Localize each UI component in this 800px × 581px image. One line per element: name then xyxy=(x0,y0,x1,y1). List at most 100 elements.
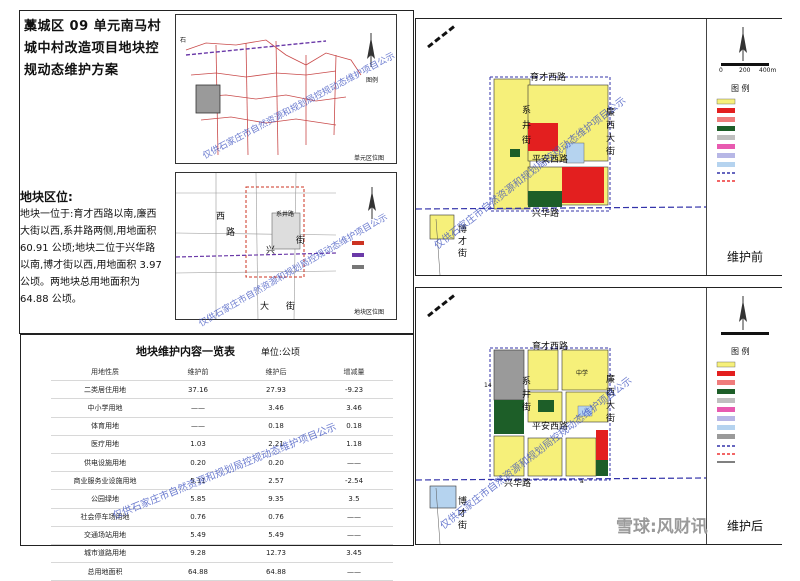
cell: 总用地面积 xyxy=(51,562,159,581)
cell: 3.5 xyxy=(315,489,393,509)
scale-0: 0 xyxy=(719,67,723,74)
legend-after: 图 例 xyxy=(706,288,782,544)
road-lianxi-3-after: 大 xyxy=(606,401,616,411)
road-xinghua-after: 兴华路 xyxy=(504,479,532,489)
cell: 3.46 xyxy=(315,398,393,418)
table-title: 地块维护内容一览表 xyxy=(136,345,236,358)
road-xijing-2-before: 井 xyxy=(522,121,532,131)
parcel-label: 中学 xyxy=(576,370,589,377)
plot-map-road: 系井路 xyxy=(276,211,295,218)
legend-before-graphic xyxy=(716,27,769,182)
location-heading: 地块区位: xyxy=(20,190,73,204)
cell: 3.46 xyxy=(237,398,315,418)
road-lianxi-1-before: 廉 xyxy=(606,108,616,118)
cell: 5.49 xyxy=(237,526,315,545)
parcel-number-b: a xyxy=(580,478,584,485)
road-lianxi-3-before: 大 xyxy=(606,134,616,144)
unit-map-legend-label: 图例 xyxy=(366,77,379,84)
label-before: 维护前 xyxy=(727,250,764,264)
plot-map-graphic xyxy=(176,173,376,319)
road-yucai-before: 育才西路 xyxy=(530,73,567,83)
page-title: 藁城区 09 单元南马村城中村改造项目地块控规动态维护方案 xyxy=(24,19,162,78)
cell: 2.21 xyxy=(237,435,315,454)
cell: 0.20 xyxy=(159,453,237,473)
header-land-use: 用地性质 xyxy=(51,363,159,382)
road-xijing-3-after: 街 xyxy=(522,403,532,413)
footer-watermark: 雪球:风财讯 xyxy=(616,517,708,537)
location-text: 地块一位于:育才西路以南,廉西大街以西,系井路两侧,用地面积 60.91 公顷;… xyxy=(20,209,162,305)
cell: 37.16 xyxy=(159,380,237,400)
legend-before: 0 200 400m 图 例 xyxy=(706,19,782,275)
table-unit: 单位:公顷 xyxy=(260,348,300,358)
road-bocai-2-before: 才 xyxy=(458,237,468,247)
header-change: 增减量 xyxy=(315,363,393,382)
cell: 二类居住用地 xyxy=(51,380,159,400)
road-lianxi-4-after: 街 xyxy=(606,414,616,424)
table-title-row: 地块维护内容一览表 单位:公顷 xyxy=(21,343,415,359)
cell: 9.35 xyxy=(237,489,315,509)
plot-location-map: 西 路 兴 街 大 街 系井路 地块区位图 xyxy=(175,172,397,320)
road-lianxi-2-after: 西 xyxy=(606,388,616,398)
plot-map-west: 西 xyxy=(216,212,226,222)
header-after: 维护后 xyxy=(237,363,315,382)
north-arrow-icon xyxy=(739,27,747,61)
cell: 0.76 xyxy=(237,508,315,527)
table-header-row: 用地性质 维护前 维护后 增减量 xyxy=(51,363,393,382)
road-lianxi-4-before: 街 xyxy=(606,147,616,157)
cell: 供电设施用地 xyxy=(51,453,159,473)
road-bocai-3-before: 街 xyxy=(458,249,468,259)
cell: 64.88 xyxy=(159,562,237,581)
cell: 体育用地 xyxy=(51,417,159,436)
unit-map-graphic xyxy=(185,33,375,156)
north-arrow-icon xyxy=(368,187,376,219)
road-lianxi-2-before: 西 xyxy=(606,121,616,131)
cell: —— xyxy=(315,453,393,473)
road-xijing-1-before: 系 xyxy=(522,106,532,116)
cell: 5.85 xyxy=(159,489,237,509)
cell: 交通场站用地 xyxy=(51,526,159,545)
cell: 0.20 xyxy=(237,453,315,473)
scale-200: 200 xyxy=(739,67,751,74)
parcel-number-a: 14 xyxy=(484,382,492,389)
road-yucai-after: 育才西路 xyxy=(532,342,569,352)
unit-map-place: 石 xyxy=(180,37,187,44)
cell: 1.03 xyxy=(159,435,237,454)
cell: 3.45 xyxy=(315,544,393,564)
plot-map-jie: 街 xyxy=(286,302,296,312)
scale-400: 400m xyxy=(759,67,777,74)
cell: —— xyxy=(315,526,393,545)
map-after-graphic xyxy=(416,292,706,544)
legend-heading-after: 图 例 xyxy=(731,347,750,356)
map-before-graphic xyxy=(416,23,706,275)
cell: —— xyxy=(159,398,237,418)
road-bocai-3-after: 街 xyxy=(458,521,468,531)
cell: —— xyxy=(159,417,237,436)
cell: 公园绿地 xyxy=(51,489,159,509)
road-bocai-1-after: 博 xyxy=(458,497,468,507)
road-xijing-3-before: 街 xyxy=(522,136,532,146)
plot-map-xing: 兴 xyxy=(266,246,276,256)
plot-map-street: 街 xyxy=(296,236,306,246)
north-arrow-icon xyxy=(739,296,747,330)
cell: 商业服务业设施用地 xyxy=(51,471,159,491)
cell: 医疗用地 xyxy=(51,435,159,454)
cell: 城市道路用地 xyxy=(51,544,159,564)
header-before: 维护前 xyxy=(159,363,237,382)
unit-map-caption: 单元区位图 xyxy=(354,155,385,162)
road-xijing-2-after: 井 xyxy=(522,390,532,400)
cell: 9.28 xyxy=(159,544,237,564)
road-bocai-1-before: 博 xyxy=(458,225,468,235)
unit-location-map: 石 图例 单元区位图 xyxy=(175,14,397,164)
legend-heading-before: 图 例 xyxy=(731,84,750,93)
cell: 中小学用地 xyxy=(51,398,159,418)
cell: 27.93 xyxy=(237,380,315,400)
cell: 5.11 xyxy=(159,471,237,491)
cell: -2.54 xyxy=(315,471,393,491)
road-pingan-after: 平安西路 xyxy=(532,422,569,432)
